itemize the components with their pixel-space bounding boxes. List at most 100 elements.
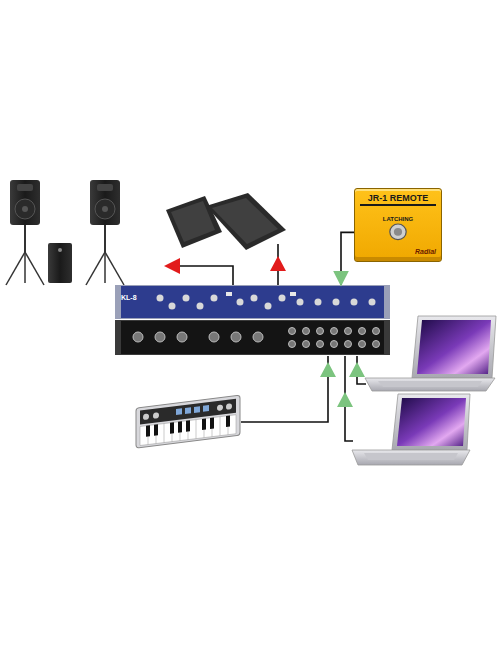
pa-speaker [90,180,120,225]
rack-mixer [157,295,376,310]
midi-keyboard [148,416,228,445]
pa-speaker [104,224,106,252]
subwoofer [48,243,72,283]
footswitch [394,228,402,236]
rack-mixer [345,328,352,335]
output-arrow [164,258,180,274]
rack-mixer [303,341,310,348]
rack-mixer [133,328,380,348]
midi-keyboard [146,425,150,436]
laptop [365,378,495,391]
input-arrow [349,362,365,377]
pa-speaker [24,224,26,252]
rack-mixer [251,295,258,302]
rack-mixer [133,332,143,342]
rack-mixer [289,341,296,348]
stage-monitor [212,198,278,244]
rack-mixer [226,292,232,296]
pa-speaker [6,252,25,285]
midi-keyboard [226,403,232,410]
laptop [397,398,466,446]
midi-keyboard [136,395,240,448]
midi-keyboard [203,405,209,412]
pa-speaker [102,206,108,212]
signal-wire [241,356,328,422]
midi-keyboard [153,412,159,419]
laptop [412,316,496,378]
remote-footswitch: JR-1 REMOTE LATCHING Radial [354,188,442,262]
laptop [392,394,470,450]
rack-mixer [317,341,324,348]
rack-mixer [211,295,218,302]
rack-mixer [115,285,390,319]
device-name: KL-8 [121,294,390,301]
rack-mixer [333,299,340,306]
laptop [378,381,482,387]
rack-mixer [115,320,390,355]
rack-mixer [226,292,296,296]
midi-keyboard [154,424,158,435]
laptop [352,394,470,465]
stage-monitor [206,193,286,250]
pa-speaker [10,180,40,225]
midi-keyboard [140,415,236,446]
rack-mixer [359,328,366,335]
pa-speaker [104,252,106,283]
rack-mixer [115,285,390,355]
pa-speaker [25,252,44,285]
pa-speaker [97,184,113,191]
rack-mixer [303,328,310,335]
midi-keyboard [176,408,182,415]
rack-mixer [289,328,296,335]
midi-keyboard [146,415,230,436]
rack-mixer [297,299,304,306]
midi-keyboard [176,405,209,415]
pa-speaker [24,252,26,283]
input-arrow [320,362,336,377]
rack-mixer [121,286,384,318]
rack-mixer [177,332,187,342]
pa-speaker [86,252,105,285]
stage-monitor [206,193,286,250]
midi-keyboard [186,420,190,431]
midi-keyboard [202,418,206,429]
rack-mixer [331,341,338,348]
rack-mixer [315,299,322,306]
rack-mixer [209,332,219,342]
midi-keyboard [170,422,174,433]
pa-speaker [6,180,44,285]
rack-mixer [155,332,165,342]
rack-mixer [265,303,272,310]
midi-keyboard [178,421,182,432]
device-name: JR-1 REMOTE [360,192,436,206]
laptop [364,453,458,460]
rack-mixer [345,341,352,348]
midi-keyboard [226,415,230,426]
midi-keyboard [136,395,240,448]
rack-mixer-panel: KL-8 [109,285,390,355]
midi-keyboard [220,417,221,436]
pa-speaker [95,199,115,219]
rack-mixer [351,299,358,306]
rack-mixer [290,292,296,296]
rack-mixer [373,341,380,348]
midi-keyboard [210,417,214,428]
rack-mixer [373,328,380,335]
laptop [352,450,470,465]
signal-wire [341,232,354,285]
device-label: Radial [415,248,436,255]
pa-speaker [17,184,33,191]
pa-speaker [22,206,28,212]
footswitch [390,224,406,240]
midi-keyboard [196,420,197,439]
laptop [417,320,491,374]
subwoofer [58,248,62,252]
rack-mixer [237,299,244,306]
rack-mixer [359,341,366,348]
input-arrow [337,392,353,407]
device-label: LATCHING [383,216,414,222]
output-arrow [164,256,286,274]
midi-keyboard [217,404,223,411]
subwoofer [48,243,72,283]
